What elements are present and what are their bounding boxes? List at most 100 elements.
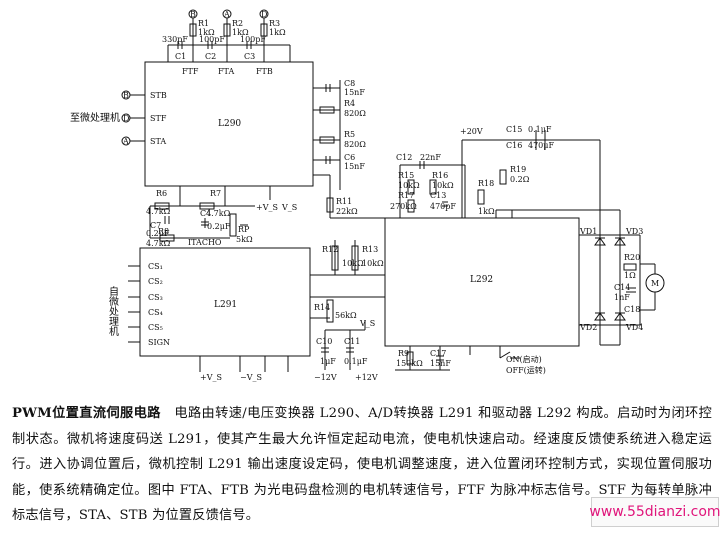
c18-label: C18: [624, 305, 640, 314]
r8-value: 4.7kΩ: [146, 239, 171, 248]
r16-value: 10kΩ: [432, 181, 454, 190]
c6-label: C6: [344, 153, 355, 162]
plus-vs-mid: +V_S: [256, 203, 278, 212]
r3-label: R3: [269, 19, 280, 28]
marker-d-left: D: [123, 114, 129, 123]
r2-value: 1kΩ: [232, 28, 249, 37]
c12-value: 22nF: [420, 153, 441, 162]
l290-label: L290: [218, 119, 241, 129]
r12-label: R12: [322, 245, 338, 254]
cs2-label: CS₂: [148, 277, 163, 286]
r5-label: R5: [344, 130, 355, 139]
c17-label: C17: [430, 349, 446, 358]
r14-value: 56kΩ: [335, 311, 357, 320]
plus12-label: +12V: [355, 373, 378, 382]
r11-value: 22kΩ: [336, 207, 358, 216]
c11-label: C11: [344, 337, 360, 346]
c1-label: C1: [175, 52, 186, 61]
marker-b-left: B: [123, 91, 129, 100]
r1-label: R1: [198, 19, 209, 28]
r6-label: R6: [156, 189, 167, 198]
r9-label: R9: [398, 349, 409, 358]
cs3-label: CS₃: [148, 293, 163, 302]
chip-l291: [139, 247, 311, 357]
r15-label: R15: [398, 171, 414, 180]
vd4-label: VD4: [625, 323, 643, 332]
c7-label: C7: [150, 221, 161, 230]
marker-b-top: B: [190, 10, 196, 19]
chip-l290: [144, 61, 314, 187]
r5-value: 820Ω: [344, 140, 366, 149]
r12-value: 10kΩ: [342, 259, 364, 268]
rp-value: 5kΩ: [236, 235, 253, 244]
stb-label: STB: [150, 91, 167, 100]
marker-d-top: D: [261, 10, 267, 19]
fta-label: FTA: [218, 67, 234, 76]
r13-value: 10kΩ: [362, 259, 384, 268]
r4-value: 820Ω: [344, 109, 366, 118]
watermark-logo: www.55dianzi.com: [589, 497, 721, 527]
l292-label: L292: [470, 275, 493, 285]
r2-label: R2: [232, 19, 243, 28]
sign-label: SIGN: [148, 338, 170, 347]
r19-value: 0.2Ω: [510, 175, 530, 184]
rp-label: RP: [238, 225, 250, 234]
c13-label: C13: [430, 191, 446, 200]
r18-value: 1kΩ: [478, 207, 495, 216]
itacho-label: ITACHO: [188, 238, 222, 247]
r17-label: R17: [398, 191, 414, 200]
minus12-label: −12V: [314, 373, 337, 382]
r16-label: R16: [432, 171, 448, 180]
caption-body: 电路由转速/电压变换器 L290、A/D转换器 L291 和驱动器 L292 构…: [12, 406, 713, 523]
r8-label: R8: [158, 227, 169, 236]
side-label-to-mpu: 自微处理机: [107, 285, 119, 337]
c3-label: C3: [244, 52, 255, 61]
r17-value: 270kΩ: [390, 202, 417, 211]
c14-value: 1nF: [614, 293, 630, 302]
c10-value: 1μF: [320, 357, 336, 366]
r3-value: 1kΩ: [269, 28, 286, 37]
r14-label: R14: [314, 303, 330, 312]
chip-l292: [384, 217, 580, 347]
vs-bottom: V_S: [359, 319, 375, 328]
c1-value: 330pF: [162, 35, 188, 44]
r19-label: R19: [510, 165, 526, 174]
c2-value: 100pF: [199, 35, 225, 44]
r18-label: R18: [478, 179, 494, 188]
cs5-label: CS₅: [148, 323, 163, 332]
ftb-label: FTB: [256, 67, 273, 76]
r4-label: R4: [344, 99, 355, 108]
vs-mid: V_S: [281, 203, 297, 212]
c14-label: C14: [614, 283, 630, 292]
side-label-from-mpu: 至微处理机: [70, 111, 120, 124]
r7-value: 4.7kΩ: [206, 209, 231, 218]
c17-value: 15nF: [430, 359, 451, 368]
r7-label: R7: [210, 189, 221, 198]
c13-value: 470pF: [430, 202, 456, 211]
stf-label: STF: [150, 114, 167, 123]
r13-label: R13: [362, 245, 378, 254]
r20-label: R20: [624, 253, 640, 262]
c8-value: 15nF: [344, 88, 365, 97]
c7-value: 0.2μF: [146, 229, 170, 238]
c4-value: 0.2μF: [207, 222, 231, 231]
c6-value: 15nF: [344, 162, 365, 171]
r15-value: 10kΩ: [398, 181, 420, 190]
marker-a-top: A: [223, 10, 230, 19]
c15-value: 0.1μF: [528, 125, 552, 134]
off-label: OFF(运转): [506, 365, 546, 375]
plus20-label: +20V: [460, 127, 483, 136]
vd2-label: VD2: [579, 323, 597, 332]
vd3-label: VD3: [625, 227, 643, 236]
l291-label: L291: [214, 300, 237, 310]
c4-label: C4: [200, 209, 211, 218]
c16-label: C16: [506, 141, 522, 150]
c2-label: C2: [205, 52, 216, 61]
c16-value: 470μF: [528, 141, 554, 150]
cs4-label: CS₄: [148, 308, 163, 317]
c3-value: 100pF: [240, 35, 266, 44]
ftf-label: FTF: [182, 67, 199, 76]
marker-a-left: A: [122, 137, 129, 146]
r9-value: 150kΩ: [396, 359, 423, 368]
